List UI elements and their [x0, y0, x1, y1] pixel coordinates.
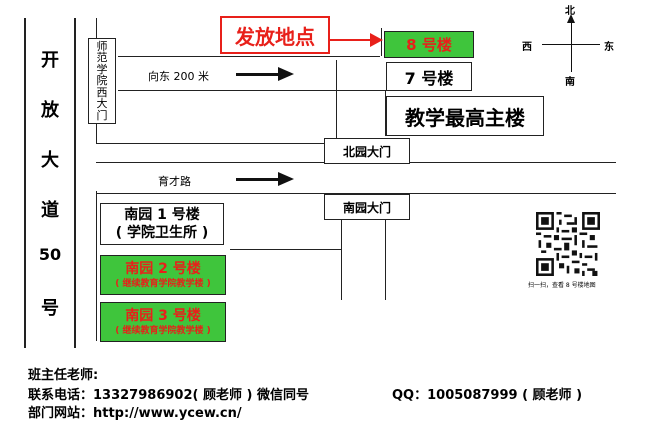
- campus-west-edge-lower: [96, 191, 97, 341]
- south-building-1: 南园 1 号楼 ( 学院卫生所 ): [100, 203, 224, 245]
- qr-caption: 扫一扫，查看 8 号楼地图: [528, 282, 596, 289]
- top-road-upper: [118, 56, 380, 57]
- south-gate: 南园大门: [324, 194, 410, 220]
- south-building-1-name: 南园 1 号楼: [124, 207, 200, 223]
- yucai-road-lower: [96, 193, 616, 194]
- north-gate-label: 北园大门: [342, 144, 391, 159]
- south-building-3-note: ( 继续教育学院教学楼 ): [115, 325, 211, 336]
- north-gate-left-wall: [336, 60, 337, 140]
- west-gate-char: 大: [96, 97, 108, 111]
- west-gate-char: 门: [96, 108, 108, 122]
- main-road-char: 放: [41, 100, 59, 121]
- callout-arrow-icon: [330, 39, 372, 41]
- compass: 北 西 东 南: [522, 2, 622, 88]
- yucai-arrow-icon: [236, 172, 294, 186]
- south-campus-road-right: [385, 215, 386, 300]
- south-building-1-note: ( 学院卫生所 ): [115, 225, 209, 241]
- compass-south: 南: [565, 77, 575, 88]
- compass-east: 东: [604, 42, 614, 53]
- north-campus-road-left-lower: [385, 90, 386, 136]
- top-road-lower: [118, 90, 386, 91]
- compass-north: 北: [565, 6, 575, 17]
- south-building-2-note: ( 继续教育学院教学楼 ): [115, 278, 211, 289]
- main-teaching-building: 教学最高主楼: [386, 96, 544, 136]
- main-road-char: 道: [41, 200, 59, 221]
- north-gate: 北园大门: [324, 138, 410, 164]
- contact-phone: 联系电话：13327986902( 顾老师 ) 微信同号: [28, 388, 309, 403]
- east-arrow-icon: [236, 67, 294, 81]
- south-building-3-name: 南园 3 号楼: [125, 307, 201, 324]
- west-gate-char: 范: [96, 51, 108, 65]
- south-building-2: 南园 2 号楼 ( 继续教育学院教学楼 ): [100, 255, 226, 295]
- compass-north-arrow-icon: [567, 14, 575, 23]
- west-gate: 师 范 学 院 西 大 门: [88, 38, 116, 124]
- main-road-char: 50: [38, 245, 62, 264]
- distribution-label: 发放地点: [235, 24, 315, 49]
- homeroom-teacher-label: 班主任老师:: [28, 368, 99, 383]
- callout-arrow-head: [370, 33, 383, 47]
- west-gate-char: 学: [96, 62, 108, 76]
- contact-qq: QQ：1005087999 ( 顾老师 ): [392, 388, 583, 403]
- qr-code-icon: [536, 212, 600, 276]
- building-7: 7 号楼: [386, 62, 472, 91]
- east-road-label: 向东 200 米: [148, 70, 209, 83]
- building-8-label: 8 号楼: [406, 36, 452, 54]
- main-road-char: 大: [41, 150, 59, 171]
- main-road-char: 号: [41, 298, 59, 319]
- south-building-2-name: 南园 2 号楼: [125, 260, 201, 277]
- west-gate-char: 师: [96, 39, 108, 53]
- south-building-3: 南园 3 号楼 ( 继续教育学院教学楼 ): [100, 302, 226, 342]
- department-website[interactable]: 部门网站：http://www.ycew.cn/: [28, 406, 242, 421]
- road-stub-upper: [96, 143, 324, 144]
- main-building-label: 教学最高主楼: [405, 105, 525, 130]
- main-road-char: 开: [41, 50, 59, 71]
- main-road-edge-right: [74, 18, 76, 348]
- south-gate-label: 南园大门: [342, 200, 391, 215]
- distribution-callout: 发放地点: [220, 16, 330, 54]
- west-gate-char: 西: [96, 85, 108, 99]
- yucai-road-label: 育才路: [158, 175, 191, 188]
- south-campus-wall: [230, 249, 342, 250]
- building-8: 8 号楼: [384, 31, 474, 58]
- main-road-edge-left: [24, 18, 26, 348]
- compass-west: 西: [522, 42, 532, 53]
- west-gate-char: 院: [96, 74, 108, 88]
- compass-horizontal-icon: [542, 44, 600, 45]
- south-campus-road-left: [341, 215, 342, 300]
- building-7-label: 7 号楼: [404, 68, 454, 88]
